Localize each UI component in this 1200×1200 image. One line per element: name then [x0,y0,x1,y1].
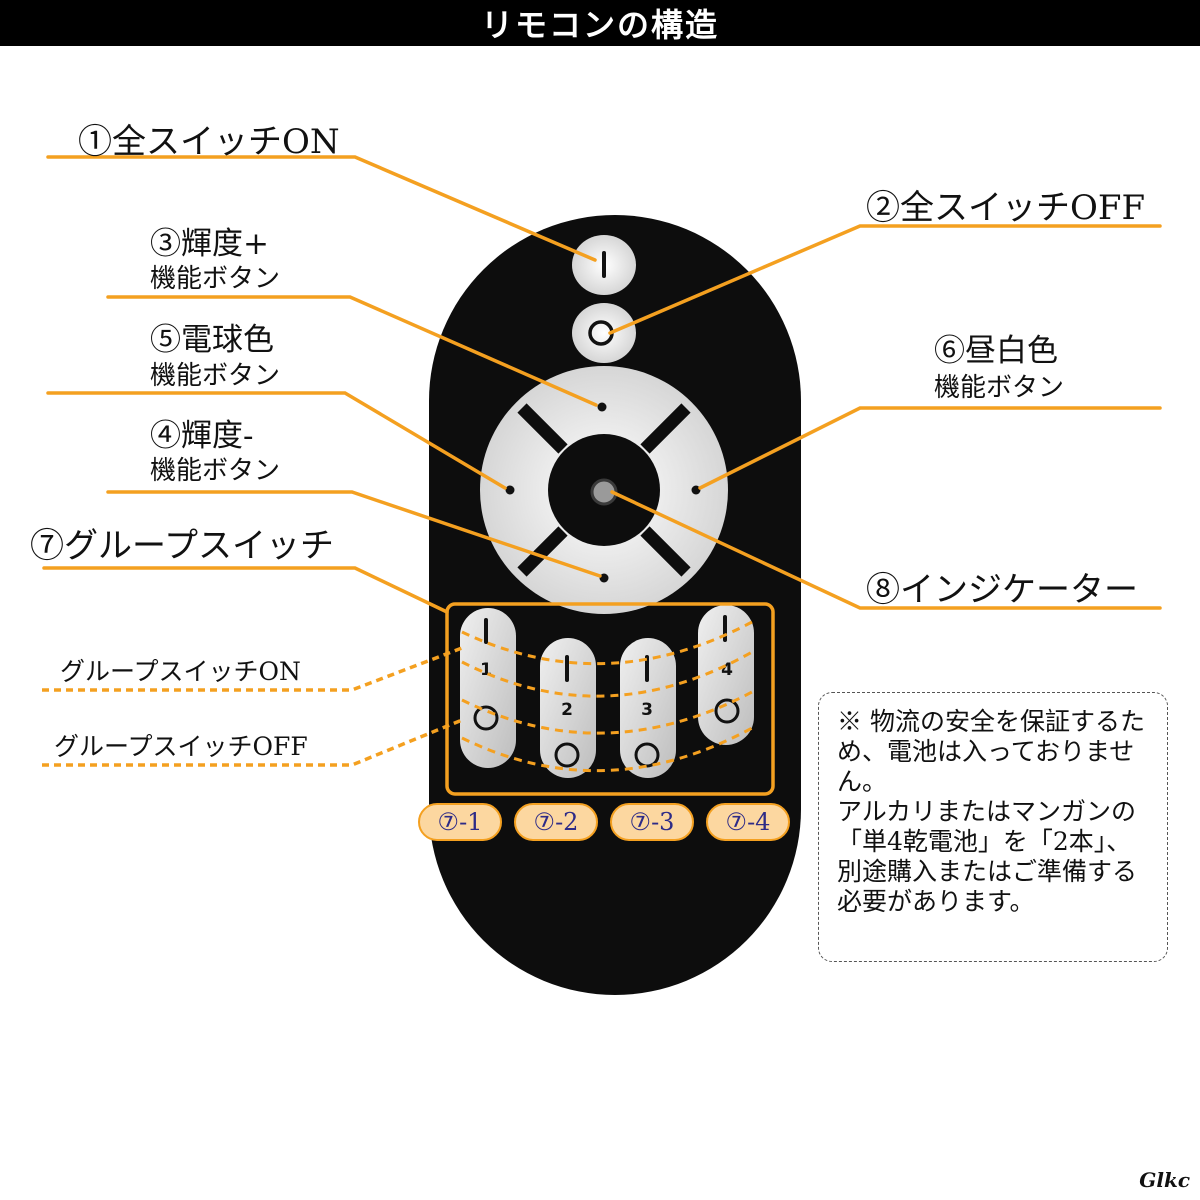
label-indicator: ⑧インジケーター [866,570,1138,610]
all-off-button[interactable] [572,303,636,363]
battery-note-line-2: アルカリまたはマンガンの「単4乾電池」を「2本」、別途購入またはご準備する必要が… [837,797,1138,916]
warm-color-button[interactable] [505,485,515,495]
battery-note: ※ 物流の安全を保証するため、電池は入っておりません。 アルカリまたはマンガンの… [818,692,1168,962]
group-highlight-box [445,602,775,796]
group-on-arc-upper [461,620,753,666]
group-number-1: 1 [480,660,492,680]
leader-indicator [610,490,1162,610]
group-tag-1: ⑦-1 [418,803,502,841]
group-button-3[interactable] [620,638,676,778]
label-group-off: グループスイッチOFF [54,732,308,761]
group-number-2: 2 [561,700,573,720]
label-all-on: ①全スイッチON [78,122,340,162]
label-group: ⑦グループスイッチ [30,526,334,566]
leader-bright-up [106,295,598,407]
leader-group [42,566,449,614]
label-group-on: グループスイッチON [60,657,301,686]
leader-bright-down [106,490,602,578]
label-bright-up: ③輝度+ [150,226,269,262]
group-number-3: 3 [641,700,653,720]
all-on-button[interactable] [572,235,636,295]
label-warm-sub: 機能ボタン [150,361,281,391]
label-daylight-sub: 機能ボタン [934,373,1065,403]
bright-up-button[interactable] [597,402,607,412]
label-all-off: ②全スイッチOFF [866,188,1146,228]
leader-warm [46,391,507,490]
label-bright-up-sub: 機能ボタン [150,264,281,294]
watermark: Glkc [1139,1168,1190,1192]
leader-group-on [42,646,463,692]
daylight-color-button[interactable] [691,485,701,495]
group-tag-3: ⑦-3 [610,803,694,841]
label-bright-down-sub: 機能ボタン [150,456,281,486]
leader-daylight [698,406,1162,490]
leader-all-on [46,155,597,262]
label-warm: ⑤電球色 [150,322,274,358]
group-tag-2: ⑦-2 [514,803,598,841]
group-button-1[interactable] [460,608,516,768]
leader-all-off [608,224,1162,335]
page-title: リモコンの構造 [0,0,1200,46]
battery-note-line-1: ※ 物流の安全を保証するため、電池は入っておりません。 [837,707,1145,796]
group-button-2[interactable] [540,638,596,778]
bright-down-button[interactable] [599,573,609,583]
label-daylight: ⑥昼白色 [934,333,1058,369]
group-tag-4: ⑦-4 [706,803,790,841]
label-bright-down: ④輝度- [150,418,254,454]
leader-group-off [42,718,463,767]
